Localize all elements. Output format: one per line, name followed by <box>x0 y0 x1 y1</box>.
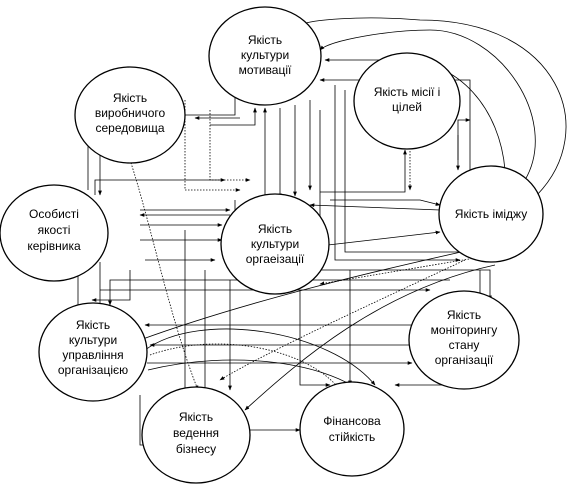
connection-arrow <box>319 110 492 301</box>
node-label: культури <box>251 237 299 251</box>
node-label: Особисті <box>29 207 79 221</box>
connection-arrow <box>144 328 376 386</box>
node-business: Якість ведення бізнесу <box>141 386 251 484</box>
node-org-culture: Якість культури оргаеізації <box>220 193 330 295</box>
node-label: управління <box>62 348 123 362</box>
connection-arrow <box>457 118 471 160</box>
connection-arrow <box>244 264 496 411</box>
connection-arrow <box>184 100 241 192</box>
node-label: Якість <box>258 222 292 236</box>
connection-arrow <box>108 279 450 306</box>
node-finance: Фінансова стійкість <box>299 381 405 477</box>
node-shape <box>141 386 251 484</box>
node-label: керівника <box>27 239 81 253</box>
node-shape <box>438 165 544 263</box>
connection-arrow <box>129 159 199 391</box>
node-label: моніторингу <box>431 323 498 337</box>
node-leader: Особисті якості керівника <box>0 184 109 282</box>
node-label: якості <box>38 223 71 237</box>
connection-lines <box>76 17 567 447</box>
node-shape <box>220 193 330 295</box>
node-shape <box>208 6 322 106</box>
connection-arrow <box>330 199 441 206</box>
connection-arrow <box>91 270 131 302</box>
node-label: цілей <box>392 100 422 114</box>
node-label: середовища <box>95 121 164 135</box>
node-motivation: Якість культури мотивації <box>208 6 322 106</box>
node-shape <box>74 66 186 164</box>
node-management: Якість культури управління організацією <box>38 302 148 402</box>
node-label: організації <box>435 353 494 367</box>
nodes-layer: Якість культури мотивації Якість виробни… <box>0 6 544 484</box>
connection-arrow <box>319 29 536 181</box>
node-label: культури <box>241 48 289 62</box>
node-label: стійкість <box>329 430 376 444</box>
connection-arrow <box>210 107 257 126</box>
connection-arrow <box>344 90 471 254</box>
node-shape <box>38 302 148 402</box>
node-label: мотивації <box>239 63 292 77</box>
node-shape <box>408 290 520 390</box>
node-shape <box>0 184 109 282</box>
node-label: Фінансова <box>323 414 381 428</box>
node-label: виробничого <box>95 106 166 120</box>
node-environment: Якість виробничого середовища <box>74 66 186 164</box>
node-label: Якість <box>76 318 110 332</box>
node-label: стану <box>449 338 480 352</box>
node-label: Якість <box>179 410 213 424</box>
node-mission: Якість місії і цілей <box>353 52 461 150</box>
node-shape <box>353 52 461 150</box>
node-label: Якість <box>447 308 481 322</box>
node-label: культури <box>69 333 117 347</box>
node-shape <box>299 381 405 477</box>
connection-arrow <box>334 85 461 262</box>
connection-arrow <box>299 290 331 387</box>
connection-arrow <box>209 110 251 182</box>
node-label: оргаеізації <box>246 252 305 266</box>
node-label: Якість <box>113 91 147 105</box>
connection-arrow <box>299 17 567 196</box>
connection-arrow <box>327 230 441 246</box>
node-label: бізнесу <box>176 442 216 456</box>
connection-arrow <box>219 259 466 381</box>
node-label: Якість іміджу <box>455 207 527 221</box>
node-monitoring: Якість моніторингу стану організації <box>408 290 520 390</box>
node-label: організацією <box>58 363 128 377</box>
connection-arrow <box>185 89 237 116</box>
connection-arrow <box>319 257 476 286</box>
connection-arrow <box>309 203 441 211</box>
node-label: Якість місії і <box>374 85 441 99</box>
node-label: Якість <box>248 33 282 47</box>
node-label: ведення <box>173 426 219 440</box>
connection-arrow <box>149 343 341 391</box>
connection-arrow <box>320 149 407 193</box>
connection-arrow <box>94 178 226 195</box>
node-image: Якість іміджу <box>438 165 544 263</box>
